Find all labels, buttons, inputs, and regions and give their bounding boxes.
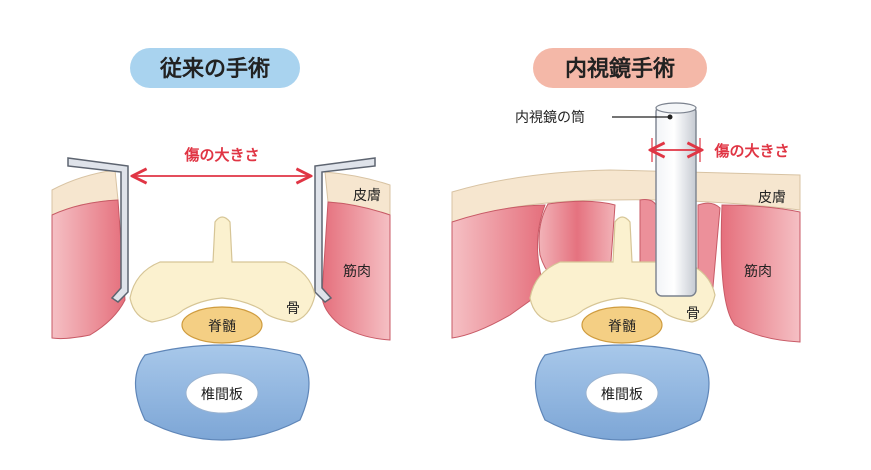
endoscope-tube-top [655,102,697,114]
left-title-pill: 従来の手術 [130,48,300,88]
left-spinal-cord-label: 脊髄 [208,319,236,335]
left-muscle-label: 筋肉 [343,263,371,280]
left-muscle-right [321,201,391,341]
right-muscle-outer-left [451,204,546,339]
left-title: 従来の手術 [159,56,270,82]
right-title-pill: 内視鏡手術 [533,48,707,88]
right-pill-bg [533,48,707,88]
right-disc-label: 椎間板 [601,387,643,403]
right-muscle-outer-right [720,204,801,343]
left-retractor-right [314,157,376,303]
left-skin-label: 皮膚 [353,188,381,204]
endoscope-tube [655,102,697,297]
right-panel: 内視鏡手術 骨 脊髄 椎間板 内視鏡の筒 [451,48,801,441]
left-wound-label: 傷の大きさ [183,146,259,164]
endoscope-tube-body [655,105,697,297]
left-disc-label: 椎間板 [201,387,243,403]
endoscope-tube-leader-dot [667,114,673,120]
left-panel: 従来の手術 傷の大きさ 骨 脊髄 椎間板 皮膚 筋肉 [51,48,391,441]
right-wound-label: 傷の大きさ [713,142,789,160]
right-spinal-cord [581,306,663,344]
right-title: 内視鏡手術 [565,56,675,82]
right-disc-core [585,372,659,414]
right-bone-label: 骨 [686,306,700,322]
left-bone [129,216,316,323]
left-pill-bg [130,48,300,88]
left-retractor-left [67,157,129,303]
left-spinal-cord [181,306,263,344]
left-muscle-left [51,199,126,340]
right-skin-label: 皮膚 [758,190,786,206]
endoscope-tube-label: 内視鏡の筒 [515,109,585,126]
right-spinal-cord-label: 脊髄 [608,319,636,335]
left-bone-label: 骨 [286,301,300,317]
right-muscle-label: 筋肉 [744,263,772,280]
left-disc-core [185,372,259,414]
